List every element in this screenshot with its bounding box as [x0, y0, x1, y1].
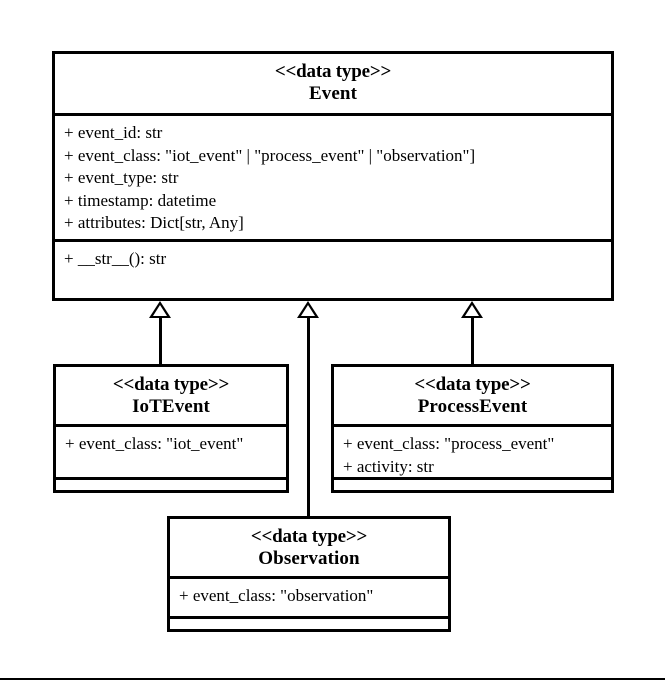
attribute-row: + event_id: str	[64, 123, 163, 142]
attribute-row: + event_class: "process_event"	[343, 434, 555, 453]
attributes-compartment-processevent: + event_class: "process_event" + activit…	[334, 427, 611, 480]
class-box-processevent[interactable]: <<data type>> ProcessEvent + event_class…	[331, 364, 614, 493]
stereotype-label: <<data type>>	[274, 61, 392, 82]
class-box-observation[interactable]: <<data type>> Observation + event_class:…	[167, 516, 451, 632]
operations-compartment-observation	[170, 619, 448, 626]
operation-row: + __str__(): str	[64, 249, 167, 268]
attribute-row: + timestamp: datetime	[64, 190, 217, 210]
attribute-row: + event_class: "iot_event"	[65, 434, 244, 453]
attribute-row: + attributes: Dict[str, Any]	[64, 213, 244, 233]
hollow-triangle-arrowhead-icon	[149, 301, 171, 318]
class-name-label: Observation	[258, 548, 360, 570]
stereotype-label: <<data type>>	[414, 374, 531, 395]
class-header-observation: <<data type>> Observation	[170, 519, 448, 579]
attributes-compartment-observation: + event_class: "observation"	[170, 579, 448, 619]
hollow-triangle-arrowhead-icon	[461, 301, 483, 318]
stereotype-label: <<data type>>	[250, 526, 368, 547]
page-footer-rule	[0, 678, 665, 680]
attribute-row: + event_class: "iot_event" | "process_ev…	[64, 145, 476, 165]
class-name-label: IoTEvent	[132, 396, 210, 418]
class-box-iotevent[interactable]: <<data type>> IoTEvent + event_class: "i…	[53, 364, 289, 493]
attribute-row: + event_type: str	[64, 168, 179, 188]
operations-compartment-event: + __str__(): str	[55, 242, 611, 295]
connector-line	[159, 316, 162, 366]
class-header-iotevent: <<data type>> IoTEvent	[56, 367, 286, 427]
class-header-processevent: <<data type>> ProcessEvent	[334, 367, 611, 427]
attribute-row: + event_class: "observation"	[179, 586, 374, 605]
class-box-event[interactable]: <<data type>> Event + event_id: str + ev…	[52, 51, 614, 301]
attribute-row: + activity: str	[343, 456, 434, 476]
stereotype-label: <<data type>>	[112, 374, 230, 395]
class-name-label: Event	[309, 83, 357, 105]
connector-line	[307, 316, 310, 518]
operations-compartment-processevent	[334, 480, 611, 487]
class-header-event: <<data type>> Event	[55, 54, 611, 116]
attributes-compartment-iotevent: + event_class: "iot_event"	[56, 427, 286, 480]
operations-compartment-iotevent	[56, 480, 286, 487]
connector-line	[471, 316, 474, 366]
class-name-label: ProcessEvent	[417, 396, 528, 418]
hollow-triangle-arrowhead-icon	[297, 301, 319, 318]
attributes-compartment-event: + event_id: str + event_class: "iot_even…	[55, 116, 611, 242]
